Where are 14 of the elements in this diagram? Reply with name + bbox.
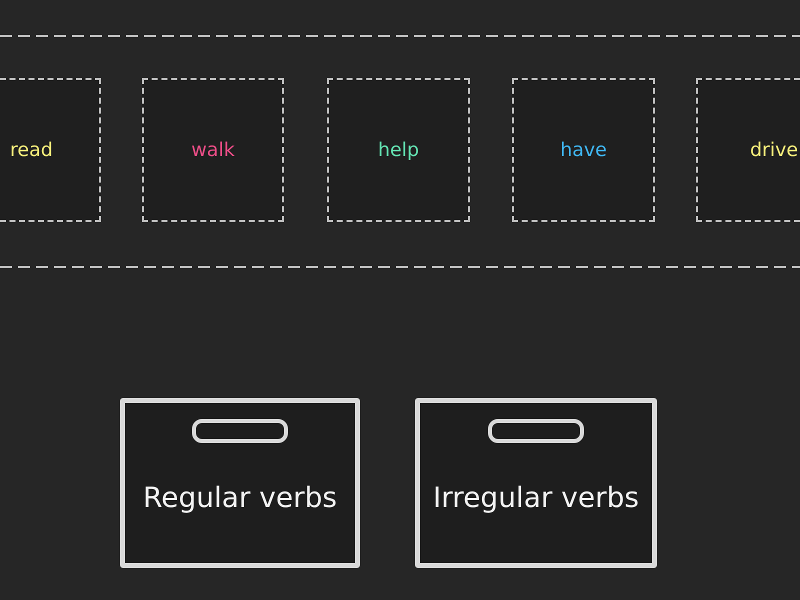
card-word: walk	[191, 139, 235, 161]
word-card	[696, 78, 800, 222]
sorting-bin	[415, 398, 657, 568]
bin-label: Irregular verbs	[432, 481, 640, 514]
word-card	[512, 78, 655, 222]
bin-label: Regular verbs	[142, 481, 338, 514]
card-word: help	[378, 139, 420, 161]
word-card	[327, 78, 470, 222]
card-word: read	[10, 139, 53, 161]
word-card	[142, 78, 284, 222]
word-card	[0, 78, 101, 222]
card-word: drive	[750, 139, 798, 161]
sorting-bin	[120, 398, 360, 568]
card-word: have	[560, 139, 607, 161]
